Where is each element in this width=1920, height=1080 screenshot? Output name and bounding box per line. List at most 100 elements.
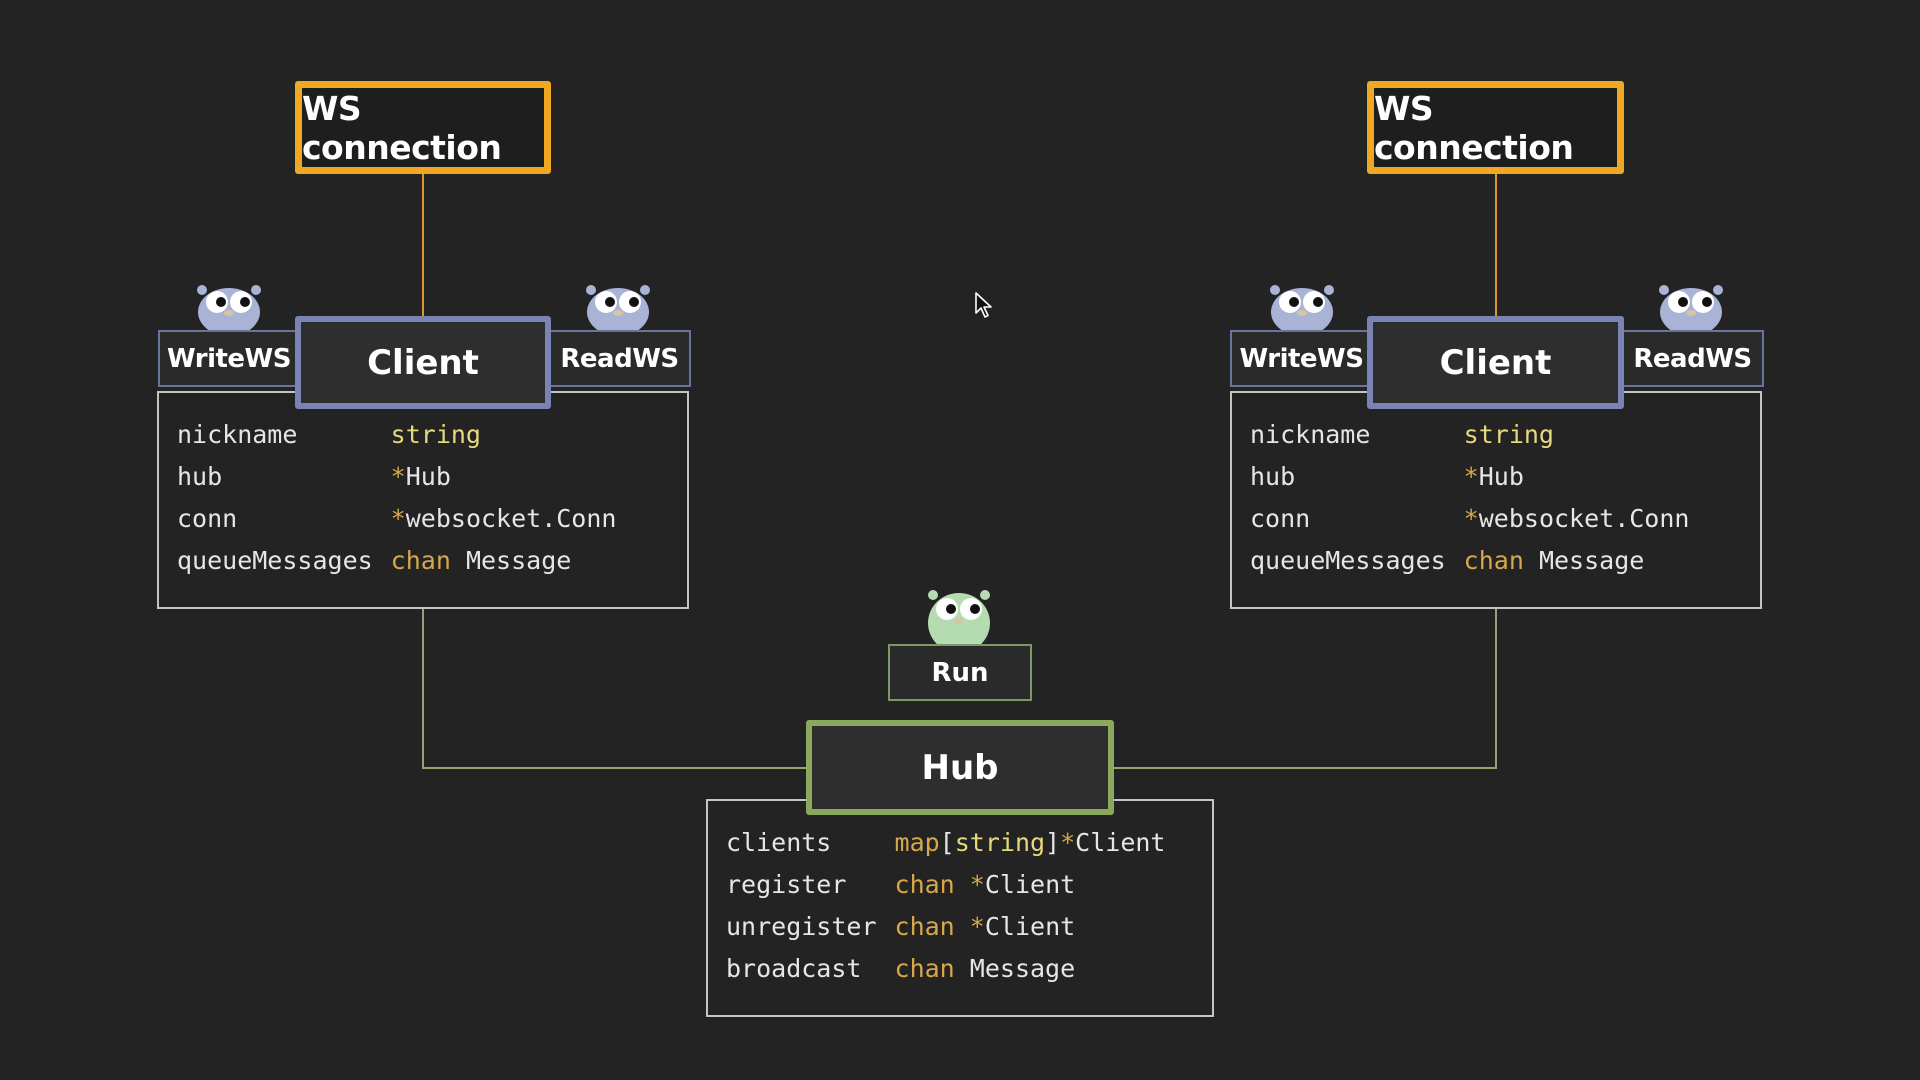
field-type-token: Client — [984, 911, 1076, 941]
field-row: unregister chan *Client — [726, 905, 1165, 947]
field-type: *Hub — [391, 455, 617, 497]
run-method-box: Run — [888, 644, 1032, 701]
readws-method-box-left: ReadWS — [548, 330, 691, 387]
writews-method-box-right: WriteWS — [1230, 330, 1373, 387]
field-name: conn — [177, 503, 238, 533]
field-name: conn — [1250, 503, 1311, 533]
readws-label: ReadWS — [560, 343, 679, 374]
field-type: *Hub — [1464, 455, 1690, 497]
field-row: nickname string — [177, 413, 616, 455]
field-row: queueMessages chan Message — [177, 539, 616, 581]
field-name: broadcast — [726, 953, 862, 983]
client-to-hub-line-left — [422, 608, 810, 769]
field-type: chan Message — [895, 947, 1166, 989]
field-type-token: string — [1463, 419, 1554, 449]
field-type-token: * — [1463, 461, 1479, 491]
field-row: broadcast chan Message — [726, 947, 1165, 989]
field-type: chan *Client — [895, 863, 1166, 905]
readws-method-box-right: ReadWS — [1621, 330, 1764, 387]
field-name: nickname — [1250, 419, 1371, 449]
field-type-token: string — [390, 419, 481, 449]
field-type-token: Message — [1523, 545, 1645, 575]
field-type-token: Message — [954, 953, 1076, 983]
ws-connection-box-left: WS connection — [295, 81, 551, 174]
field-type-token — [955, 870, 970, 899]
client-to-hub-line-right — [1110, 608, 1497, 769]
field-row: nickname string — [1250, 413, 1689, 455]
writews-label: WriteWS — [167, 343, 291, 374]
client-box-right: Client — [1367, 316, 1624, 409]
field-name: nickname — [177, 419, 298, 449]
field-type-token: Hub — [405, 461, 451, 491]
field-type: string — [1464, 413, 1690, 455]
field-name: unregister — [726, 911, 877, 941]
field-type-token: chan — [1463, 545, 1524, 575]
field-type: *websocket.Conn — [1464, 497, 1690, 539]
field-type-token: * — [1060, 827, 1076, 857]
hub-box: Hub — [806, 720, 1114, 815]
field-name: clients — [726, 827, 832, 857]
gopher-icon — [586, 285, 650, 330]
mouse-cursor-icon — [975, 292, 992, 318]
field-type: *websocket.Conn — [391, 497, 617, 539]
gopher-icon — [1270, 285, 1334, 330]
field-type: chan *Client — [895, 905, 1166, 947]
ws-connection-label: WS connection — [1374, 88, 1574, 167]
field-type-token: * — [390, 461, 406, 491]
field-type-token: Client — [984, 869, 1076, 899]
gopher-icon — [1659, 285, 1723, 330]
field-type-token: * — [1463, 503, 1479, 533]
field-type-token: Message — [450, 545, 572, 575]
field-type-token: chan — [390, 545, 451, 575]
field-row: register chan *Client — [726, 863, 1165, 905]
client-label: Client — [367, 342, 479, 383]
field-type-token: string — [954, 827, 1046, 857]
field-type-token: chan — [894, 953, 955, 983]
field-type-token: chan — [894, 911, 955, 941]
field-type-token — [955, 912, 970, 941]
client-box-left: Client — [295, 316, 551, 409]
hub-label: Hub — [921, 747, 999, 788]
field-type-token: * — [969, 869, 985, 899]
field-type-token: websocket.Conn — [405, 503, 617, 533]
field-type: chan Message — [1464, 539, 1690, 581]
readws-label: ReadWS — [1633, 343, 1752, 374]
field-type: chan Message — [391, 539, 617, 581]
field-row: hub *Hub — [1250, 455, 1689, 497]
field-type-token: websocket.Conn — [1478, 503, 1690, 533]
field-row: conn *websocket.Conn — [1250, 497, 1689, 539]
field-type-token: chan — [894, 869, 955, 899]
field-type-token: map — [894, 827, 940, 857]
field-type-token: * — [390, 503, 406, 533]
field-name: register — [726, 869, 847, 899]
field-type-token: [ — [939, 827, 955, 857]
field-type-token: * — [969, 911, 985, 941]
field-type-token: Client — [1075, 827, 1166, 857]
field-row: queueMessages chan Message — [1250, 539, 1689, 581]
writews-label: WriteWS — [1239, 343, 1364, 374]
field-type-token: ] — [1045, 827, 1061, 857]
field-type-token: Hub — [1478, 461, 1524, 491]
ws-connection-label: WS connection — [302, 88, 502, 167]
field-row: clients map[string]*Client — [726, 821, 1165, 863]
gopher-icon — [197, 285, 261, 330]
field-type: string — [391, 413, 617, 455]
writews-method-box-left: WriteWS — [158, 330, 300, 387]
gopher-icon — [928, 590, 990, 647]
run-label: Run — [931, 657, 989, 688]
field-name: queueMessages — [177, 545, 373, 575]
field-row: conn *websocket.Conn — [177, 497, 616, 539]
ws-connection-box-right: WS connection — [1367, 81, 1624, 174]
field-type: map[string]*Client — [895, 821, 1166, 863]
field-name: queueMessages — [1250, 545, 1446, 575]
field-name: hub — [177, 461, 223, 491]
client-label: Client — [1439, 342, 1552, 383]
field-name: hub — [1250, 461, 1296, 491]
